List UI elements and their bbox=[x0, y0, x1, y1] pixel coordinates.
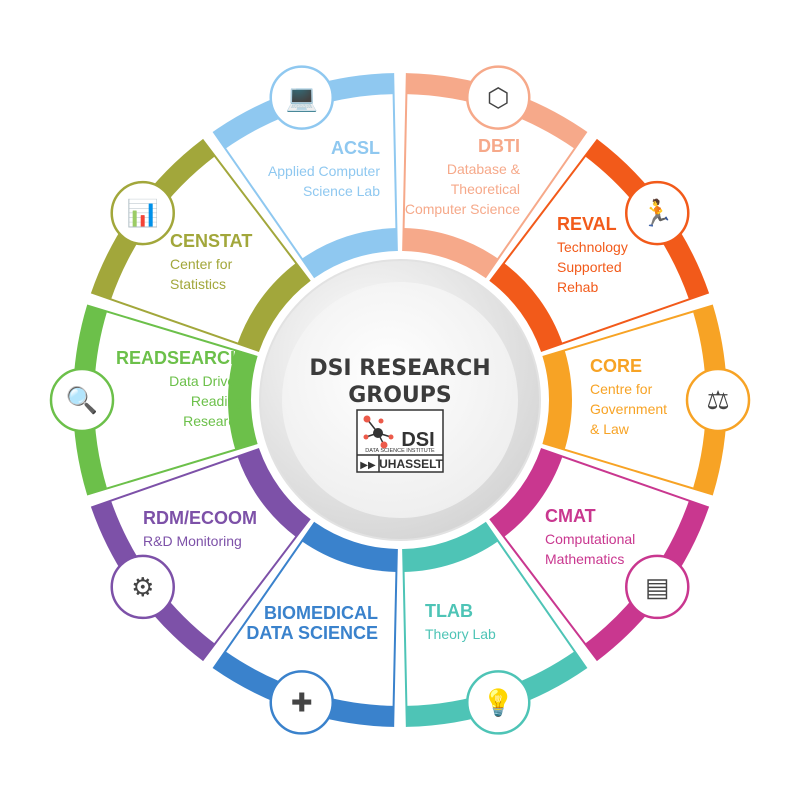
segment-inner-band bbox=[228, 350, 257, 450]
segment-inner-band bbox=[543, 350, 572, 450]
logo-tagline: DATA SCIENCE INSTITUTE bbox=[365, 448, 435, 454]
segment-outer-band bbox=[585, 140, 708, 300]
group-title: RDM/ECOOM bbox=[143, 508, 257, 528]
group-description-line: Rehab bbox=[557, 279, 598, 295]
group-description-line: Mathematics bbox=[545, 551, 624, 567]
segment-acsl bbox=[212, 73, 398, 279]
segment-inner-band bbox=[301, 228, 397, 277]
center-title-line2: GROUPS bbox=[348, 383, 452, 408]
segment-inner-band bbox=[237, 449, 310, 538]
svg-text:💻: 💻 bbox=[286, 83, 318, 113]
segment-tlab bbox=[402, 521, 588, 727]
group-title: DBTI bbox=[478, 136, 520, 156]
segment-inner-band bbox=[237, 262, 310, 351]
segment-biomedical bbox=[212, 521, 398, 727]
group-description-line: Theoretical bbox=[451, 181, 520, 197]
svg-text:⚖: ⚖ bbox=[706, 385, 729, 415]
fast-forward-icon: ▶▶ bbox=[360, 460, 376, 471]
group-title: BIOMEDICAL bbox=[264, 603, 378, 623]
svg-text:✚: ✚ bbox=[291, 687, 313, 717]
group-description-line: Statistics bbox=[170, 276, 226, 292]
svg-text:🏃: 🏃 bbox=[641, 198, 673, 228]
gears-magnifier-icon: ⚙ bbox=[110, 554, 175, 620]
segment-outer-band bbox=[92, 500, 215, 660]
segment-outer-band bbox=[92, 140, 215, 300]
lightbulb-book-icon: 💡 bbox=[466, 670, 531, 735]
laptop-code-icon: 💻 bbox=[269, 65, 334, 130]
svg-text:🔍: 🔍 bbox=[66, 383, 98, 415]
group-description-line: Applied Computer bbox=[268, 163, 380, 179]
segment-dbti bbox=[402, 73, 588, 279]
group-description-line: DATA SCIENCE bbox=[246, 623, 378, 643]
center-hub: DSI RESEARCH GROUPS DSI DATA SCIENCE INS… bbox=[259, 259, 541, 541]
segment-inner-band bbox=[301, 523, 397, 572]
monitor-chart-icon: ▤ bbox=[625, 554, 690, 620]
svg-text:⚙: ⚙ bbox=[131, 572, 154, 602]
group-description-line: Theory Lab bbox=[425, 626, 496, 642]
segment-outer-band bbox=[213, 651, 394, 726]
group-description-line: & Law bbox=[590, 421, 630, 437]
group-description-line: Government bbox=[590, 401, 667, 417]
segment-rdmecoom bbox=[90, 448, 311, 662]
group-description-line: Centre for bbox=[590, 381, 653, 397]
group-description-line: Database & bbox=[447, 161, 521, 177]
dsi-logo: DSI DATA SCIENCE INSTITUTE ▶▶ UHASSELT bbox=[356, 409, 444, 473]
group-title: REVAL bbox=[557, 214, 617, 234]
rehab-exercise-icon: 🏃 bbox=[625, 180, 690, 246]
segment-outer-band bbox=[406, 651, 587, 726]
segment-reval bbox=[489, 138, 710, 352]
svg-text:📊: 📊 bbox=[127, 198, 159, 228]
group-description-line: Supported bbox=[557, 259, 622, 275]
group-title: TLAB bbox=[425, 601, 473, 621]
group-description-line: R&D Monitoring bbox=[143, 533, 242, 549]
segment-inner-band bbox=[403, 228, 499, 277]
group-title: READSEARCH bbox=[116, 348, 243, 368]
molecule-icon bbox=[363, 415, 394, 449]
svg-text:▤: ▤ bbox=[645, 572, 670, 602]
segment-cmat bbox=[489, 448, 710, 662]
group-description-line: Technology bbox=[557, 239, 628, 255]
group-title: ACSL bbox=[331, 138, 380, 158]
center-title-line1: DSI RESEARCH bbox=[309, 356, 490, 381]
logo-university: UHASSELT bbox=[379, 457, 443, 471]
svg-text:💡: 💡 bbox=[482, 687, 514, 717]
group-description-line: Computer Science bbox=[405, 201, 520, 217]
segment-inner-band bbox=[490, 449, 563, 538]
scales-of-justice-icon: ⚖ bbox=[685, 367, 751, 433]
group-title: CENSTAT bbox=[170, 231, 252, 251]
segment-outer-band bbox=[406, 74, 587, 149]
group-title: CORE bbox=[590, 356, 642, 376]
segment-censtat bbox=[90, 138, 311, 352]
document-magnifier-icon: 🔍 bbox=[49, 367, 115, 433]
group-description-line: Science Lab bbox=[303, 183, 380, 199]
segment-outer-band bbox=[213, 74, 394, 149]
segment-inner-band bbox=[403, 523, 499, 572]
segment-outer-band bbox=[585, 500, 708, 660]
group-description-line: Research bbox=[183, 413, 243, 429]
group-title: CMAT bbox=[545, 506, 596, 526]
dna-medical-icon: ✚ bbox=[269, 670, 334, 735]
segment-inner-band bbox=[490, 262, 563, 351]
group-description-line: Reading bbox=[191, 393, 243, 409]
network-cube-icon: ⬡ bbox=[466, 65, 531, 130]
group-description-line: Computational bbox=[545, 531, 635, 547]
group-description-line: Center for bbox=[170, 256, 233, 272]
logo-dsi: DSI bbox=[401, 429, 434, 451]
svg-text:⬡: ⬡ bbox=[487, 83, 510, 113]
group-description-line: Data Driven bbox=[169, 373, 243, 389]
statistics-chart-icon: 📊 bbox=[110, 180, 175, 246]
